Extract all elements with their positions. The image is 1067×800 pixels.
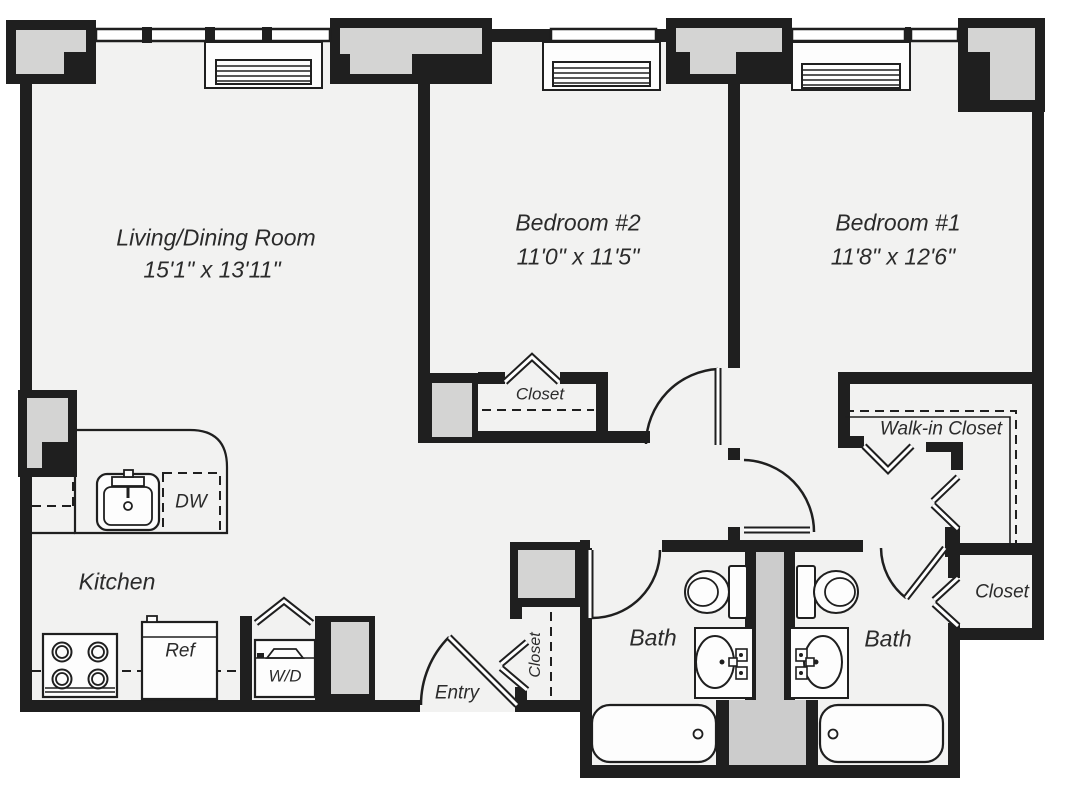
kitchen-counter (32, 428, 229, 535)
bedroom1-dimensions: 11'8" x 12'6" (830, 243, 956, 270)
radiators (204, 41, 911, 91)
door-washer-dryer-bifold (253, 596, 315, 626)
door-walk-in-closet-bifold (861, 443, 915, 475)
radiator-bedroom2 (542, 41, 661, 91)
stove (41, 632, 119, 699)
windows (94, 27, 960, 43)
radiator-living (204, 41, 323, 89)
bedroom2-closet-label: Closet (515, 384, 565, 404)
living-room-dimensions: 15'1" x 13'11" (143, 256, 281, 283)
door-bedroom2 (644, 367, 722, 445)
dishwasher-label: DW (175, 491, 207, 513)
washer-dryer (253, 638, 317, 699)
window-bedroom1-side (909, 27, 960, 43)
toilet-bath-left (684, 565, 748, 619)
window-bedroom2 (549, 27, 658, 43)
door-bedroom2-closet-bifold (502, 352, 562, 385)
door-entry (419, 634, 520, 708)
vanity-bath-left (694, 627, 754, 699)
kitchen-counter-line-left (32, 482, 74, 507)
refrigerator-label: Ref (165, 640, 195, 662)
door-walk-in-closet-side (930, 474, 961, 532)
entry-closet-label: Closet (527, 632, 545, 678)
washer-dryer-label: W/D (268, 666, 302, 686)
door-bath-left (586, 549, 662, 620)
linen-closet-label: Closet (975, 581, 1029, 603)
bath-left-label: Bath (629, 624, 677, 651)
bedroom2-dimensions: 11'0" x 11'5" (516, 243, 640, 270)
window-bedroom1 (790, 27, 907, 43)
door-bath-right (879, 545, 948, 601)
bathtub-left (590, 703, 718, 764)
dishwasher-outline (162, 472, 221, 534)
bathtub-right (818, 703, 945, 764)
toilet-bath-right (796, 565, 859, 619)
living-room-label: Living/Dining Room (116, 224, 316, 251)
door-entry-closet-bifold (498, 639, 530, 693)
refrigerator (140, 615, 219, 701)
door-linen-closet-bifold (931, 575, 961, 629)
walk-in-closet-label: Walk-in Closet (879, 418, 1003, 440)
walk-in-closet-boundary (845, 410, 1017, 543)
bedroom2-label: Bedroom #2 (515, 209, 641, 236)
kitchen-sink (95, 469, 161, 532)
bath-right-label: Bath (864, 625, 912, 652)
door-bedroom1 (743, 458, 816, 534)
entry-label: Entry (434, 682, 480, 704)
structural-columns (16, 28, 1035, 694)
radiator-bedroom1 (791, 41, 911, 91)
vanity-bath-right (789, 627, 849, 699)
bedroom1-label: Bedroom #1 (835, 209, 961, 236)
doors (253, 352, 961, 708)
kitchen-label: Kitchen (78, 568, 156, 595)
